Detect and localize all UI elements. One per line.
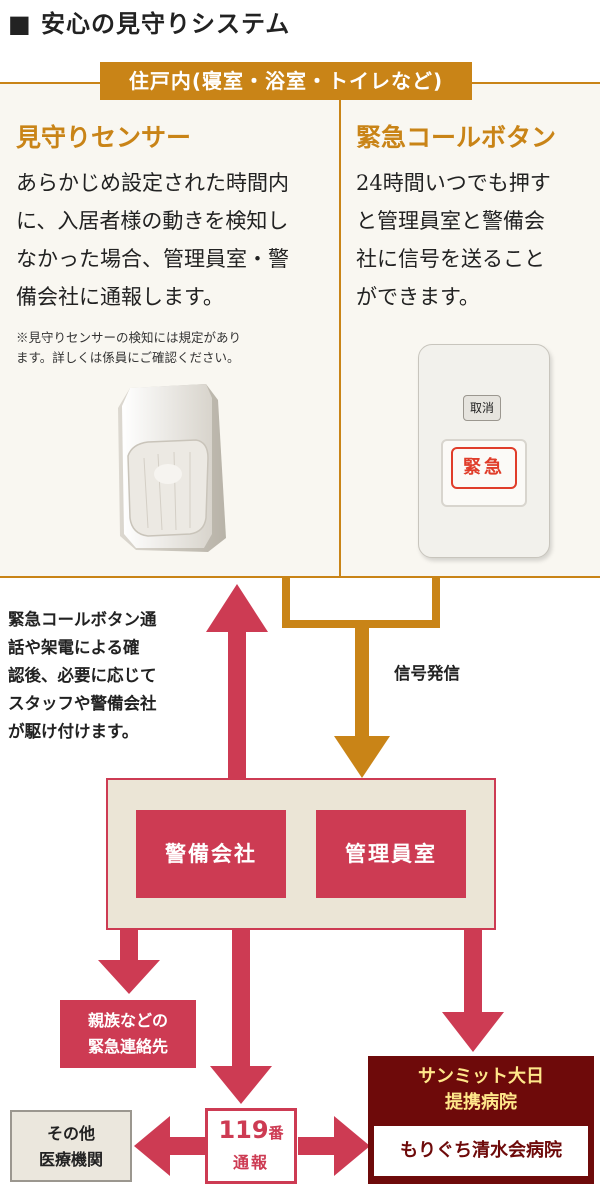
other-medical-line: 医療機関	[38, 1150, 103, 1169]
device-emergency-button: 緊急	[451, 447, 517, 489]
call-119-number: 119	[218, 1116, 269, 1144]
call119-arrow-shaft	[232, 928, 250, 1068]
family-contact-line: 緊急連絡先	[87, 1037, 168, 1056]
sensor-line: に、入居者様の動きを検知し	[16, 209, 289, 233]
sensor-note: ※見守りセンサーの検知には規定があり ます。詳しくは係員にご確認ください。	[16, 328, 336, 368]
emergency-call-device: 取消 緊急	[418, 344, 550, 558]
call-119-line1: 119番	[208, 1115, 294, 1148]
family-contact-line: 親族などの	[87, 1011, 168, 1030]
dispatch-note: 緊急コールボタン通 話や架電による確 認後、必要に応じて スタッフや警備会社 が…	[8, 606, 208, 746]
call-119-suffix: 番	[268, 1124, 284, 1142]
page-title: ■ 安心の見守りシステム	[8, 9, 291, 38]
residence-label: 住戸内(寝室・浴室・トイレなど)	[100, 62, 472, 100]
call-button-heading: 緊急コールボタン	[356, 123, 557, 152]
family-arrow-head	[98, 960, 160, 994]
management-office-box: 管理員室	[316, 810, 466, 898]
partner-hospital-title-line: 提携病院	[445, 1092, 517, 1113]
hospital-arrow-shaft	[464, 928, 482, 1014]
dispatch-note-line: スタッフや警備会社	[8, 694, 157, 713]
signal-arrow-head	[334, 736, 390, 778]
partner-hospital-title: サンミット大日 提携病院	[368, 1064, 594, 1116]
sensor-line: なかった場合、管理員室・警	[16, 247, 289, 271]
other-medical-arrow-head	[134, 1116, 170, 1176]
partner-hospital-title-line: サンミット大日	[418, 1066, 544, 1087]
device-cancel-button: 取消	[463, 395, 501, 421]
call-119-line2: 通報	[232, 1153, 269, 1172]
dispatch-arrow-shaft	[228, 630, 246, 780]
other-medical-arrow-shaft	[168, 1137, 206, 1155]
sensor-note-line: ※見守りセンサーの検知には規定があり	[16, 330, 242, 345]
dispatch-note-line: 認後、必要に応じて	[8, 666, 157, 685]
sensor-description: あらかじめ設定された時間内 に、入居者様の動きを検知し なかった場合、管理員室・…	[16, 164, 336, 316]
partner-hospital-name: もりぐち清水会病院	[374, 1126, 588, 1176]
dispatch-note-line: 話や架電による確	[8, 638, 140, 657]
partner-hospital-box: サンミット大日 提携病院 もりぐち清水会病院	[368, 1056, 594, 1184]
call119-arrow-head	[210, 1066, 272, 1104]
call-button-line: と管理員室と警備会	[356, 209, 545, 233]
partner-hospital-arrow-head	[334, 1116, 370, 1176]
sensor-line: あらかじめ設定された時間内	[16, 171, 289, 195]
partner-hospital-arrow-shaft	[298, 1137, 336, 1155]
device-emergency-frame: 緊急	[441, 439, 527, 507]
call-button-line: ができます。	[356, 285, 480, 309]
security-company-box: 警備会社	[136, 810, 286, 898]
family-contact-box: 親族などの 緊急連絡先	[60, 1000, 196, 1068]
sensor-heading: 見守りセンサー	[16, 123, 192, 152]
call-119-box: 119番 通報	[205, 1108, 297, 1184]
family-arrow-shaft	[120, 928, 138, 962]
panel-divider	[339, 84, 341, 576]
call-button-line: 社に信号を送ること	[356, 247, 545, 271]
other-medical-line: その他	[46, 1124, 95, 1143]
sensor-note-line: ます。詳しくは係員にご確認ください。	[16, 350, 240, 365]
call-button-line: 24時間いつでも押す	[356, 171, 551, 195]
signal-connector	[282, 578, 440, 628]
signal-label: 信号発信	[394, 664, 460, 683]
hospital-arrow-head	[442, 1012, 504, 1052]
motion-sensor-image	[118, 384, 226, 552]
dispatch-note-line: が駆け付けます。	[8, 722, 139, 741]
call-button-description: 24時間いつでも押す と管理員室と警備会 社に信号を送ること ができます。	[356, 164, 596, 316]
dispatch-note-line: 緊急コールボタン通	[8, 610, 157, 629]
dispatch-arrow-head	[206, 584, 268, 632]
other-medical-box: その他 医療機関	[10, 1110, 132, 1182]
sensor-line: 備会社に通報します。	[16, 285, 224, 309]
signal-arrow-shaft	[355, 620, 369, 738]
